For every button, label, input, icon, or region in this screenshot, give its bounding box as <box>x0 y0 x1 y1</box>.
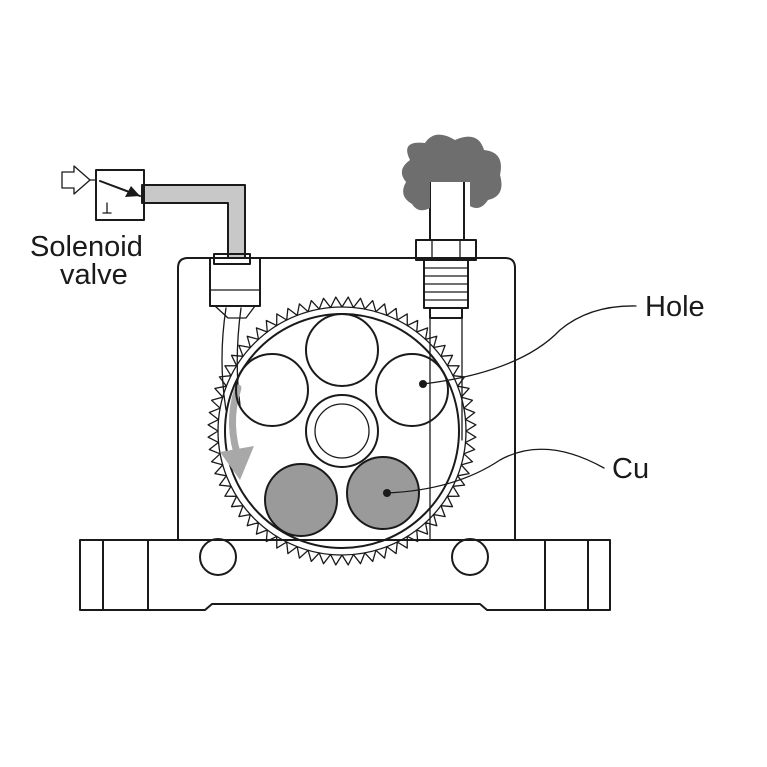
ball-right-hole <box>375 353 449 427</box>
exhaust-cloud <box>401 134 502 211</box>
inlet-fitting <box>209 257 261 319</box>
exhaust-fitting <box>401 134 502 541</box>
vibrator-body <box>177 257 516 541</box>
ball-top <box>305 313 379 387</box>
hole-pointer-dot <box>419 380 427 388</box>
rotor-ring <box>207 296 477 566</box>
ball-cu-left <box>264 463 338 537</box>
balls <box>235 313 449 537</box>
ball-center-inner <box>314 403 370 459</box>
cu-label: Cu <box>612 453 649 485</box>
hole-label: Hole <box>645 291 705 323</box>
solenoid-label-line1: Solenoid <box>30 231 143 263</box>
ball-center-outer <box>305 394 379 468</box>
mounting-base <box>79 538 611 611</box>
air-pipe <box>141 184 251 265</box>
mount-hole-right <box>451 538 489 576</box>
solenoid-valve-symbol <box>61 165 145 221</box>
mount-hole-left <box>199 538 237 576</box>
ball-left <box>235 353 309 427</box>
leader-lines <box>383 305 637 497</box>
solenoid-label-line2: valve <box>60 259 128 291</box>
cu-pointer-dot <box>383 489 391 497</box>
